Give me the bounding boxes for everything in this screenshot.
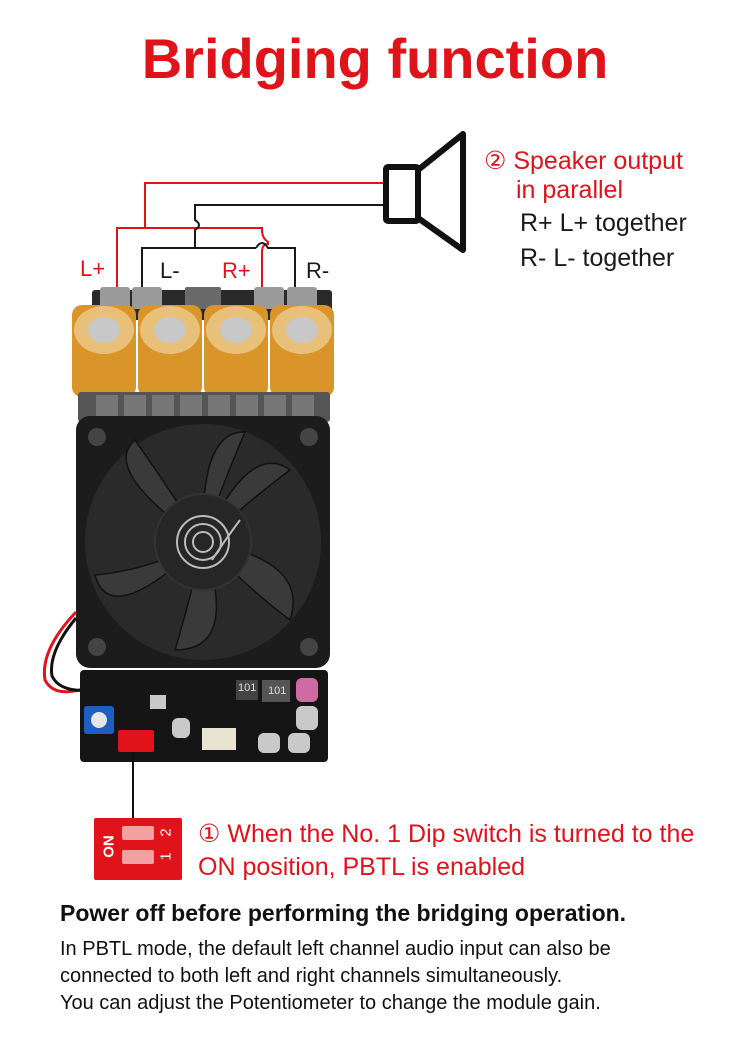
red-wire-inner	[145, 227, 269, 290]
speaker-note-positive: R+ L+ together	[520, 209, 687, 237]
power-off-warning: Power off before performing the bridging…	[60, 900, 627, 926]
red-wire-outer	[116, 182, 388, 290]
speaker-note-negative: R- L- together	[520, 244, 675, 272]
black-wire	[141, 204, 388, 292]
speaker-note-title: ② Speaker output	[484, 147, 683, 175]
terminal-label-l-plus: L+	[80, 256, 106, 281]
dip-switch-note: ① When the No. 1 Dip switch is turned to…	[198, 818, 738, 884]
pbtl-description-line-1: In PBTL mode, the default left channel a…	[60, 938, 611, 960]
dip-pos-1-label: 1	[157, 852, 175, 861]
dip-switch-board	[118, 730, 154, 752]
dip-on-label: ON	[100, 835, 118, 858]
pcb-board	[80, 670, 328, 762]
capacitors	[72, 305, 334, 397]
speaker-icon	[383, 131, 466, 253]
pbtl-description: In PBTL mode, the default left channel a…	[60, 936, 740, 1017]
brand-logo	[176, 515, 241, 569]
pbtl-description-line-2: connected to both left and right channel…	[60, 965, 563, 987]
fan-cable	[42, 610, 93, 694]
speaker-note-subtitle: in parallel	[516, 176, 624, 204]
terminal-label-r-plus: R+	[222, 258, 251, 283]
board-marking-2: 101	[268, 685, 287, 697]
cooling-fan	[76, 416, 330, 668]
page-title: Bridging function	[141, 27, 609, 90]
heatsink	[78, 392, 330, 422]
dip-pos-2-label: 2	[157, 828, 175, 837]
dip-note-line-2: ON position, PBTL is enabled	[198, 853, 526, 881]
dip-note-line-1: ① When the No. 1 Dip switch is turned to…	[198, 820, 695, 848]
terminal-label-l-minus: L-	[160, 258, 180, 283]
pbtl-description-line-3: You can adjust the Potentiometer to chan…	[60, 992, 601, 1014]
terminal-label-r-minus: R-	[306, 258, 330, 283]
board-marking-1: 101	[238, 682, 257, 694]
dip-switch-closeup	[94, 818, 182, 880]
